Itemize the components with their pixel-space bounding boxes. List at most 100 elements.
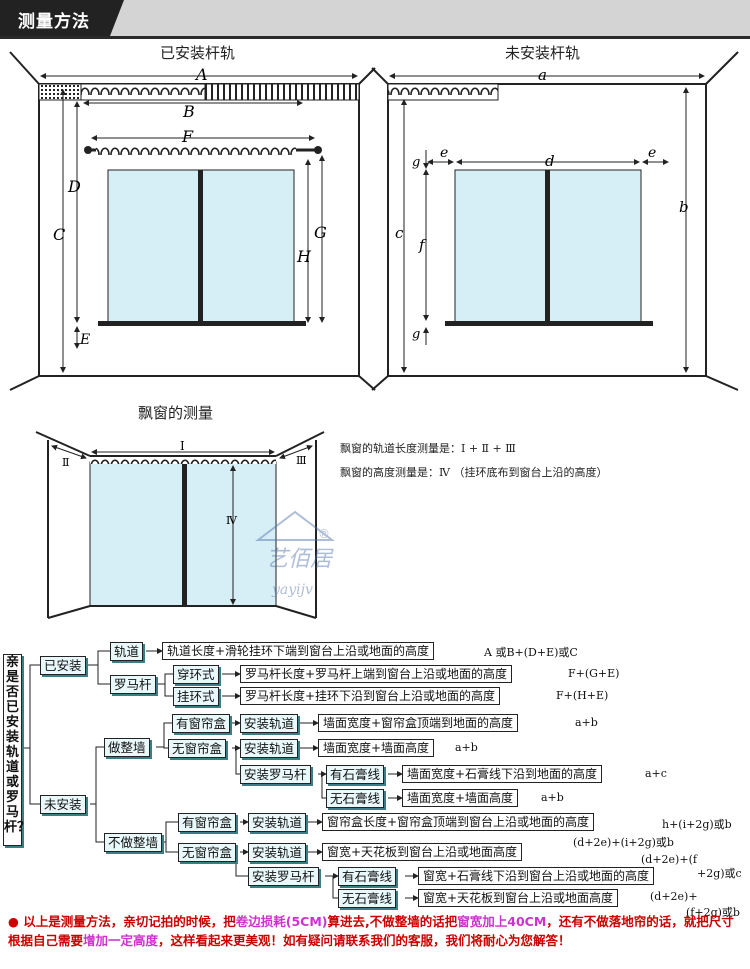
node-whole-wall: 做整墙 bbox=[104, 738, 150, 757]
desc-nw-3: 窗宽+石膏线下沿到窗台上沿或地面的高度 bbox=[418, 867, 655, 885]
diagram-installed-title: 已安装杆轨 bbox=[160, 44, 235, 62]
node-ww-install-track-2: 安装轨道 bbox=[240, 739, 299, 758]
node-nw-no-gypsum: 无石膏线 bbox=[338, 889, 397, 908]
rod-end-right bbox=[314, 146, 322, 154]
result-hang-ring: F+(H+E) bbox=[556, 689, 609, 702]
watermark-reg: ® bbox=[318, 527, 330, 541]
header-tab bbox=[0, 0, 110, 36]
note-part-1: ● 以上是测量方法，亲切记拍的时候，把 bbox=[8, 914, 236, 929]
note-part-5: ，还有不做落地帘的话，就把尺寸根据自己需要 bbox=[8, 914, 734, 948]
label-d: d bbox=[545, 152, 555, 170]
desc-track: 轨道长度+滑轮挂环下端到窗台上沿或地面的高度 bbox=[162, 642, 435, 660]
desc-ww-3: 墙面宽度+石膏线下沿到地面的高度 bbox=[402, 765, 603, 783]
result-nw-3b: +2g)或c bbox=[697, 867, 742, 880]
note-highlight-1: 卷边损耗(5CM) bbox=[235, 914, 328, 929]
label-e-right: e bbox=[648, 145, 656, 161]
dim-III bbox=[279, 444, 313, 460]
node-roman: 罗马杆 bbox=[110, 675, 156, 694]
label-g-bottom: g bbox=[412, 327, 420, 342]
label-f: f bbox=[418, 236, 427, 254]
watermark-en: yayijv bbox=[271, 582, 313, 598]
wall-edge-bl bbox=[9, 375, 40, 391]
note-highlight-2: 窗宽加上40CM bbox=[457, 914, 547, 929]
result-ww-4: a+b bbox=[541, 791, 564, 804]
label-e-left: e bbox=[440, 145, 448, 161]
header-underline bbox=[0, 36, 750, 39]
node-nw-install-track-2: 安装轨道 bbox=[248, 843, 307, 862]
label-g-top: g bbox=[412, 155, 420, 170]
result-pass-ring: F+(G+E) bbox=[568, 667, 620, 680]
diagram-not-installed: 未安装杆轨 a b c d e e f g g bbox=[371, 44, 739, 391]
desc-nw-1: 窗帘盒长度+窗帘盒顶端到窗台上沿或地面的高度 bbox=[322, 813, 595, 831]
label-I: I bbox=[180, 439, 185, 453]
result-ww-1: a+b bbox=[575, 716, 598, 729]
note-highlight-3: 增加一定高度 bbox=[83, 933, 159, 948]
diagram-not-installed-title: 未安装杆轨 bbox=[505, 44, 580, 62]
label-III: Ⅲ bbox=[296, 454, 307, 467]
bay-note-height: 飘窗的高度测量是：Ⅳ （挂环底布到窗台上沿的高度） bbox=[340, 465, 607, 479]
result-nw-2: (d+2e)+(i+2g)或b bbox=[573, 836, 674, 849]
label-F: F bbox=[181, 127, 194, 146]
question-vertical: 亲是否已安装轨道或罗马杆？ bbox=[3, 654, 30, 846]
bay-sill-right bbox=[275, 605, 317, 619]
desc-nw-2: 窗宽+天花板到窗台上沿或地面高度 bbox=[322, 843, 523, 861]
wall2-edge-bl bbox=[371, 375, 389, 391]
watermark-roof-icon bbox=[255, 510, 335, 541]
wall-edge-tr bbox=[358, 67, 376, 85]
desc-hang-ring: 罗马杆长度+挂环下沿到窗台上沿或地面的高度 bbox=[240, 687, 501, 705]
note-part-3: 算进去,不做整墙的话把 bbox=[327, 914, 458, 929]
node-ww-no-box: 无窗帘盒 bbox=[168, 739, 227, 758]
label-II: Ⅱ bbox=[62, 456, 69, 469]
ceiling-rings-2 bbox=[387, 83, 499, 101]
bay-note-length: 飘窗的轨道长度测量是：I + Ⅱ + Ⅲ bbox=[340, 441, 516, 455]
wall-edge-tl bbox=[9, 51, 40, 85]
desc-nw-4: 窗宽+天花板到窗台上沿或地面高度 bbox=[418, 889, 619, 907]
rod-end-left bbox=[84, 146, 92, 154]
label-E: E bbox=[79, 332, 90, 348]
result-ww-2: a+b bbox=[455, 741, 478, 754]
window-sill bbox=[98, 321, 306, 326]
label-c: c bbox=[395, 224, 404, 242]
node-nw-install-track-1: 安装轨道 bbox=[248, 813, 307, 832]
node-installed: 已安装 bbox=[40, 656, 86, 675]
bay-rings bbox=[90, 457, 276, 464]
label-IV: Ⅳ bbox=[226, 514, 238, 527]
result-track: A 或B+(D+E)或C bbox=[484, 646, 578, 659]
window-mullion bbox=[198, 170, 203, 322]
bay-window-title: 飘窗的测量 bbox=[138, 404, 213, 422]
node-ww-install-roman: 安装罗马杆 bbox=[240, 765, 311, 784]
node-hang-ring: 挂环式 bbox=[173, 687, 219, 706]
note-part-7: ，这样看起来更美观！如有疑问请联系我们的客服，我们将耐心为您解答！ bbox=[158, 933, 571, 948]
wall2-edge-tr bbox=[705, 51, 739, 85]
label-D: D bbox=[67, 177, 81, 196]
rod-rings bbox=[96, 146, 296, 158]
label-b: b bbox=[679, 198, 689, 216]
label-G: G bbox=[314, 223, 327, 242]
node-nw-install-roman: 安装罗马杆 bbox=[248, 867, 319, 886]
wall2-edge-tl bbox=[371, 67, 389, 85]
desc-ww-1: 墙面宽度+窗帘盒顶端到地面的高度 bbox=[318, 714, 519, 732]
dim-II bbox=[51, 444, 87, 460]
window-sill-2 bbox=[445, 321, 653, 326]
node-nw-no-box: 无窗帘盒 bbox=[178, 843, 237, 862]
node-nw-has-gypsum: 有石膏线 bbox=[338, 867, 397, 886]
wall2-edge-br bbox=[705, 375, 739, 391]
result-nw-4a: (d+2e)+ bbox=[650, 890, 698, 903]
window-mullion-2 bbox=[545, 170, 550, 322]
node-not-whole-wall: 不做整墙 bbox=[104, 833, 163, 852]
header-bar: 测量方法 bbox=[0, 0, 750, 36]
watermark-cn: 艺佰居 bbox=[266, 547, 334, 572]
label-A: A bbox=[194, 65, 208, 84]
node-ww-has-gypsum: 有石膏线 bbox=[326, 765, 385, 784]
watermark-logo: 艺佰居 yayijv ® bbox=[255, 510, 335, 598]
bottom-note: ● 以上是测量方法，亲切记拍的时候，把卷边损耗(5CM)算进去,不做整墙的话把窗… bbox=[8, 912, 743, 950]
desc-ww-2: 墙面宽度+墙面高度 bbox=[318, 739, 435, 757]
bay-mullion bbox=[182, 462, 187, 606]
page-title: 测量方法 bbox=[18, 12, 90, 32]
diagram-bay-window: 飘窗的测量 I Ⅱ Ⅲ Ⅳ 飘窗的轨道长度测量是：I + Ⅱ + Ⅲ 飘窗的高度… bbox=[35, 404, 607, 619]
result-nw-3a: (d+2e)+(f bbox=[641, 853, 697, 866]
diagrams-svg: 已安装杆轨 A B F C D E G H 未安 bbox=[9, 44, 739, 619]
label-H: H bbox=[296, 247, 312, 266]
node-not-installed: 未安装 bbox=[40, 795, 86, 814]
